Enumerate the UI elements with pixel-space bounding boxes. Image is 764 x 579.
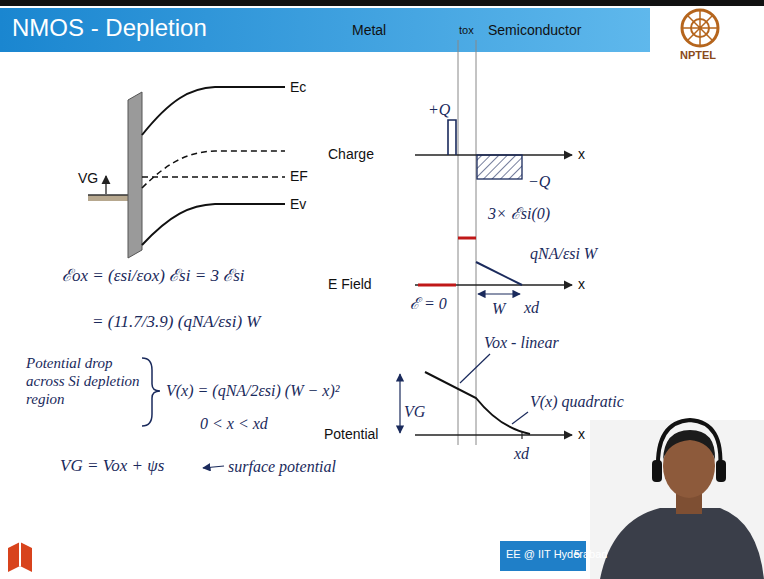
note: Potential drop across Si depletion regio… xyxy=(26,354,140,408)
fermi-level xyxy=(142,176,285,178)
width-arrow xyxy=(478,293,520,294)
speaker-torso xyxy=(600,508,764,579)
oxide-boundary xyxy=(476,40,477,445)
logo-text: NPTEL xyxy=(680,49,716,62)
slide-title: NMOS - Depletion xyxy=(12,14,207,43)
dimension-label: W xyxy=(492,299,505,318)
axis-label: x xyxy=(578,426,585,443)
band-label: Ec xyxy=(290,79,306,96)
potential-curve xyxy=(425,372,530,434)
intrinsic-level xyxy=(142,151,285,188)
headphone-cup xyxy=(716,460,726,482)
equation: ℰox = (εsi/εox) ℰsi = 3 ℰsi xyxy=(62,266,245,286)
footer-text: EE @ IIT Hyderabad xyxy=(506,548,607,561)
voltage-label: VG xyxy=(404,402,425,421)
nptel-icon xyxy=(8,542,32,572)
leader-arrow xyxy=(203,466,224,468)
logo-spokes xyxy=(682,10,718,46)
depth-tick xyxy=(521,431,522,439)
charge-label: +Q xyxy=(428,100,450,119)
brace xyxy=(142,358,160,426)
leader-line xyxy=(460,354,490,383)
equation: V(x) = (qNA/2εsi) (W − x)² xyxy=(166,381,340,400)
oxide-field xyxy=(458,237,476,240)
oxide-slab xyxy=(128,92,142,258)
silicon-field xyxy=(476,262,522,285)
video-ground xyxy=(590,420,764,579)
conduction-band xyxy=(142,87,285,135)
gate-charge-spike xyxy=(448,120,456,155)
curve-label: V(x) quadratic xyxy=(530,392,624,411)
speaker-hair xyxy=(663,430,715,460)
curve-label: Vox - linear xyxy=(484,333,559,352)
region-label: Metal xyxy=(352,22,386,39)
dimension-label: xd xyxy=(524,298,539,317)
dimension-label: xd xyxy=(514,444,529,463)
equation: VG = Vox + ψs xyxy=(60,456,164,476)
top-strip xyxy=(0,0,764,6)
gate-voltage-arrow xyxy=(399,374,400,433)
title-banner xyxy=(0,8,650,52)
thickness-label: tox xyxy=(459,24,474,37)
oxide-boundary xyxy=(458,40,459,445)
voltage-label: VG xyxy=(78,170,98,187)
charge-label: −Q xyxy=(528,172,550,191)
gate-metal xyxy=(88,195,128,201)
equation: = (11.7/3.9) (qNA/εsi) W xyxy=(92,312,260,332)
headphones xyxy=(658,420,721,470)
field-label: 3× ℰsi(0) xyxy=(488,204,550,223)
metal-field xyxy=(418,284,456,287)
axis-label: x xyxy=(578,146,585,163)
note: surface potential xyxy=(228,457,336,476)
depletion-charge xyxy=(477,155,522,179)
axis-title: E Field xyxy=(328,276,372,293)
field-label: ℰ = 0 xyxy=(410,294,447,313)
page-number: 5 xyxy=(574,548,580,561)
equation: 0 < x < xd xyxy=(200,414,268,433)
headphone-cup xyxy=(652,460,662,482)
logo-ring xyxy=(682,10,718,46)
valence-band xyxy=(142,204,285,245)
field-label: qNA/εsi W xyxy=(530,244,597,263)
leader-line xyxy=(512,412,528,424)
region-label: Semiconductor xyxy=(488,22,581,39)
axis-title: Potential xyxy=(324,426,378,443)
nptel-icon-fold xyxy=(19,542,21,566)
efield-axis xyxy=(415,284,572,285)
band-label: Ev xyxy=(290,196,306,213)
gate-level xyxy=(88,194,128,196)
band-label: EF xyxy=(290,168,308,185)
gate-voltage-arrow xyxy=(105,176,106,194)
axis-title: Charge xyxy=(328,146,374,163)
potential-axis xyxy=(415,434,572,435)
axis-label: x xyxy=(578,276,585,293)
